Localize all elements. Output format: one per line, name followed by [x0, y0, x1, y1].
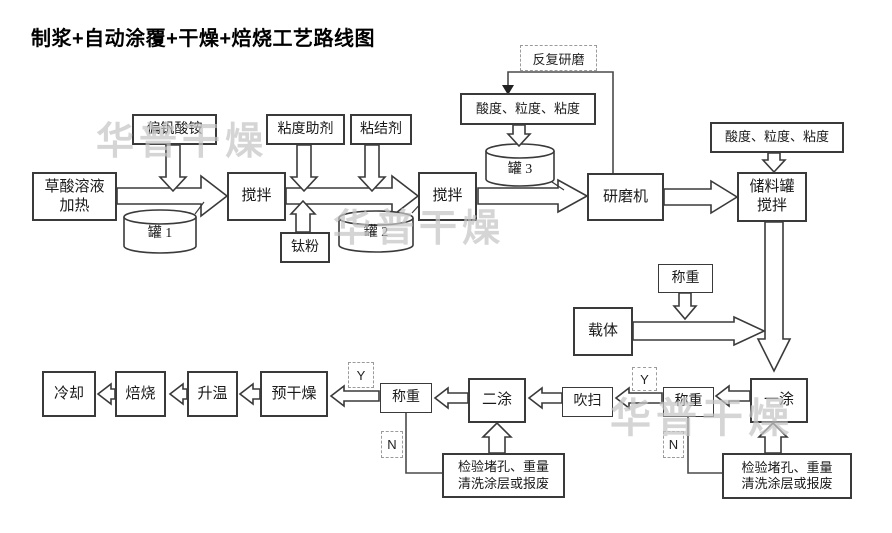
arrow-viscosity-down [289, 144, 319, 193]
node-inspect-right: 检验堵孔、重量 清洗涂层或报废 [722, 453, 852, 499]
arrow-coat1-to-weighr [714, 384, 751, 408]
node-cool: 冷却 [42, 371, 96, 417]
node-grinder: 研磨机 [587, 173, 664, 221]
tank-1-label: 罐 1 [147, 226, 173, 241]
connector-tank3 [551, 181, 565, 191]
arrow-weighr-to-purge [614, 386, 663, 410]
label-no-right: N [663, 431, 684, 458]
arrow-tipowder-up [289, 199, 317, 233]
arrow-weighl-to-predry [329, 384, 380, 408]
node-binder: 粘结剂 [350, 114, 412, 145]
arrow-material-down [158, 144, 188, 193]
arrow-coat2-to-weighl [433, 386, 469, 410]
node-roast: 焙烧 [115, 371, 166, 417]
arrow-grinder-to-storage [663, 179, 739, 215]
arrow-heatup-to-roast [168, 382, 188, 406]
node-storage-tank-stir: 储料罐 搅拌 [737, 172, 807, 222]
node-inspect-left: 检验堵孔、重量 清洗涂层或报废 [442, 453, 565, 498]
node-repeat-grinding: 反复研磨 [520, 45, 597, 71]
connector-tank1 [194, 201, 205, 215]
arrow-inspectleft-to-coat2 [481, 421, 513, 454]
line-no-right [687, 417, 722, 474]
node-stir-2: 搅拌 [418, 172, 477, 221]
arrow-quality1-to-tank3 [506, 124, 532, 148]
arrow-inspectright-to-coat1 [757, 421, 789, 454]
label-no-left: N [381, 431, 403, 458]
node-quality-check-2: 酸度、粒度、粘度 [710, 122, 844, 153]
node-viscosity-aid: 粘度助剂 [266, 114, 345, 145]
arrow-quality2-to-storage [761, 152, 787, 174]
node-weigh-right: 称重 [663, 387, 714, 417]
line-regrind-feedback [507, 71, 614, 173]
node-carrier: 载体 [573, 307, 633, 356]
node-stir-1: 搅拌 [227, 172, 286, 221]
label-yes-left: Y [348, 362, 374, 388]
tank-2-label: 罐 2 [363, 225, 389, 240]
arrowhead-regrind [502, 85, 514, 95]
node-first-coat: 一涂 [750, 378, 808, 423]
node-weigh-top: 称重 [658, 264, 713, 293]
node-second-coat: 二涂 [468, 378, 526, 423]
node-heat-up: 升温 [187, 371, 238, 417]
arrow-weightop-down [672, 292, 698, 321]
arrow-purge-to-coat2 [527, 386, 563, 410]
node-purge: 吹扫 [562, 387, 613, 417]
arrow-binder-down [357, 144, 387, 193]
tank-3-label: 罐 3 [507, 162, 533, 177]
node-oxalic-solution-heating: 草酸溶液 加热 [32, 172, 117, 221]
tank-2-shape [338, 210, 414, 253]
arrow-oxalic-to-stir1 [116, 174, 229, 218]
page-title: 制浆+自动涂覆+干燥+焙烧工艺路线图 [31, 28, 376, 50]
arrow-carrier-right [632, 315, 766, 347]
line-no-left [405, 413, 442, 474]
tank-1-shape [123, 209, 197, 254]
label-yes-right: Y [632, 367, 657, 391]
arrow-storage-to-coat1 [756, 221, 792, 373]
node-material: 偏钒酸铵 [132, 114, 217, 145]
node-titanium-powder: 钛粉 [280, 232, 330, 263]
node-quality-check-1: 酸度、粒度、粘度 [460, 93, 596, 125]
node-weigh-left: 称重 [380, 383, 432, 413]
arrow-roast-to-cool [96, 382, 116, 406]
node-pre-dry: 预干燥 [260, 371, 328, 417]
arrow-predry-to-heatup [238, 382, 261, 406]
